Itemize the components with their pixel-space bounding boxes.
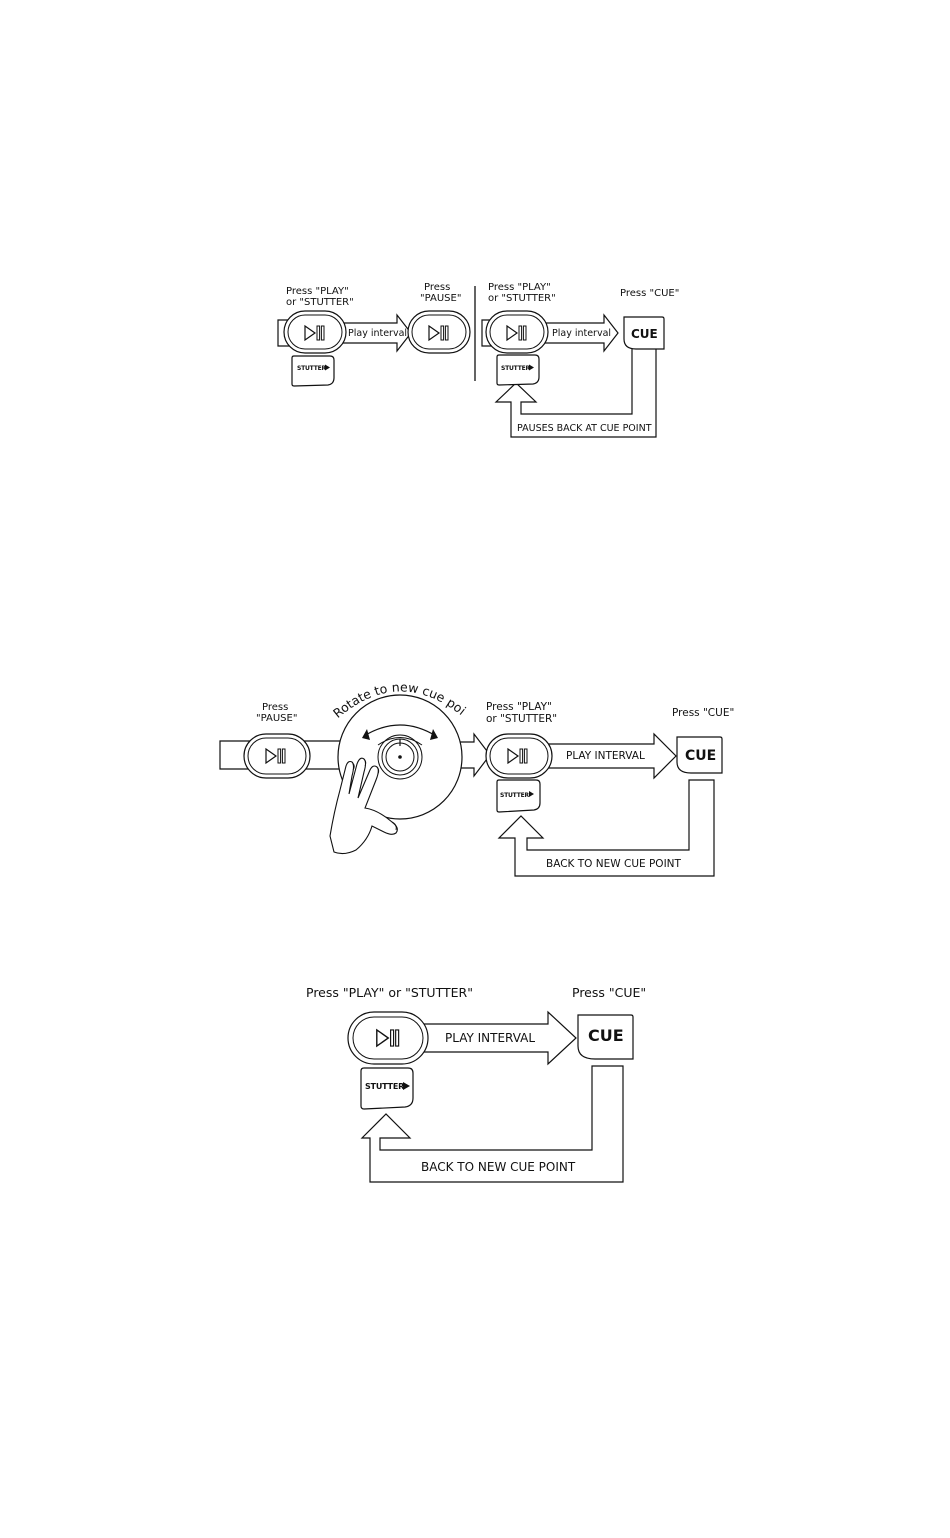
stutter-button[interactable]: STUTTER xyxy=(496,779,541,813)
label-play-interval: Play interval xyxy=(348,328,407,339)
label-press: Press xyxy=(424,282,450,293)
cue-label: CUE xyxy=(588,1026,624,1045)
play-pause-button[interactable] xyxy=(347,1011,429,1065)
label-press-cue: Press "CUE" xyxy=(672,707,734,719)
cue-button[interactable]: CUE xyxy=(577,1014,634,1060)
play-pause-button[interactable] xyxy=(283,310,347,354)
stutter-label: STUTTER xyxy=(500,792,530,799)
play-triangle-icon xyxy=(529,791,534,797)
play-interval-arrow xyxy=(547,732,677,780)
label-back-to-cue: BACK TO NEW CUE POINT xyxy=(546,858,682,870)
hand-icon xyxy=(329,757,398,855)
label-play-interval: PLAY INTERVAL xyxy=(445,1031,535,1045)
label-press-play-or-stutter: Press "PLAY" or "STUTTER" xyxy=(306,985,473,1000)
cue-button[interactable]: CUE xyxy=(623,316,665,350)
play-interval-arrow xyxy=(339,313,412,353)
play-triangle-icon xyxy=(403,1082,410,1090)
cue-button[interactable]: CUE xyxy=(676,736,723,774)
label-play-interval-2: Play interval xyxy=(552,328,611,339)
label-pauses-back: PAUSES BACK AT CUE POINT xyxy=(517,423,652,434)
label-pause: "PAUSE" xyxy=(256,713,297,724)
stutter-label: STUTTER xyxy=(501,365,531,372)
rotate-arrow-icon xyxy=(363,724,437,737)
pause-button[interactable] xyxy=(243,733,311,779)
stutter-button[interactable]: STUTTER xyxy=(360,1067,414,1110)
label-press-cue: Press "CUE" xyxy=(620,288,679,299)
stutter-button[interactable]: STUTTER xyxy=(291,355,335,387)
label-or-stutter: or "STUTTER" xyxy=(286,297,354,308)
play-interval-arrow xyxy=(415,1010,577,1066)
stutter-label: STUTTER xyxy=(297,365,327,372)
label-back-to-cue: BACK TO NEW CUE POINT xyxy=(421,1160,576,1174)
cue-label: CUE xyxy=(631,327,658,341)
label-rotate: Rotate to new cue point xyxy=(0,0,469,721)
play-triangle-icon xyxy=(529,364,534,371)
pause-button[interactable] xyxy=(407,310,471,354)
play-triangle-icon xyxy=(325,364,330,371)
diagram-rotate-cue: Press "PAUSE" xyxy=(0,0,734,877)
stutter-label: STUTTER xyxy=(365,1082,404,1091)
stutter-button-2[interactable]: STUTTER xyxy=(496,354,540,386)
diagram-play-cue-loop: Press "PLAY" or "STUTTER" Press "CUE" PL… xyxy=(306,985,646,1183)
diagram-play-pause-cue: Press "PLAY" or "STUTTER" Play interval … xyxy=(277,282,679,438)
label-play-interval: PLAY INTERVAL xyxy=(566,750,645,762)
label-or-stutter-2: or "STUTTER" xyxy=(488,293,556,304)
label-or-stutter: or "STUTTER" xyxy=(486,713,557,725)
cue-label: CUE xyxy=(685,748,716,764)
label-press-play: Press "PLAY" xyxy=(486,701,552,713)
play-pause-button-2[interactable] xyxy=(485,310,549,354)
label-press-play: Press "PLAY" xyxy=(286,286,349,297)
play-interval-arrow-2 xyxy=(543,313,619,353)
label-press-play-2: Press "PLAY" xyxy=(488,282,551,293)
label-pause: "PAUSE" xyxy=(420,293,461,304)
label-press-cue: Press "CUE" xyxy=(572,985,646,1000)
play-pause-button[interactable] xyxy=(485,733,553,779)
label-press: Press xyxy=(262,702,288,713)
